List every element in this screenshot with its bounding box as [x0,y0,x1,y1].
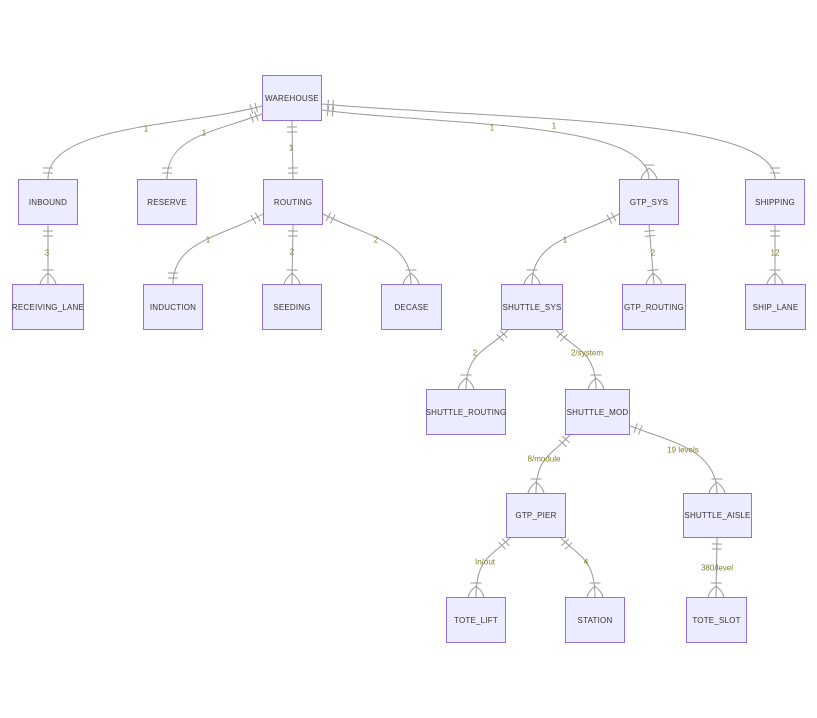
relationship-line [560,537,596,598]
relationship-label: 19 levels [667,446,699,455]
relationship-label: 1 [552,122,557,131]
relationship-label: 1 [202,129,207,138]
relationship-shuttle-sys-shuttle-mod: 2/system [555,329,605,390]
relationship-warehouse-routing: 1 [287,120,298,180]
relationship-label: 2 [651,249,656,258]
relationship-line [715,537,718,598]
relationship-line [291,224,294,285]
relationship-inbound-receiving-lane: 3 [39,225,57,285]
relationship-label: 1 [490,124,495,133]
relationship-label: 2 [473,349,478,358]
relationship-line [648,224,655,285]
relationship-gtp-pier-station: 4 [560,537,604,598]
relationship-label: 1 [144,125,149,134]
relationship-shipping-ship-lane: 12 [766,225,784,285]
relationship-label: 4 [584,558,589,567]
relationship-label: 2/system [571,349,603,358]
relationship-shuttle-mod-gtp-pier: 8/module [527,434,571,494]
relationship-shuttle-sys-shuttle-routing: 2 [457,329,509,390]
relationship-label: 2 [374,236,379,245]
relationship-routing-seeding: 2 [283,224,301,285]
relationship-shuttle-mod-shuttle-aisle: 19 levels [629,423,726,494]
relationship-line [531,213,620,285]
relationship-line [166,113,263,180]
relationship-line [629,425,718,494]
relationship-gtp-pier-tote-lift: In/out [467,537,511,598]
relationship-label: 1 [206,236,211,245]
relationship-shuttle-aisle-tote-slot: 380/level [701,537,733,598]
relationship-gtp-sys-gtp-routing: 2 [644,224,663,285]
relationship-warehouse-reserve: 1 [162,111,263,180]
relationship-line [321,103,776,180]
relationship-label: 12 [771,249,780,258]
relationship-line [321,109,650,180]
relationship-line [291,120,294,180]
relationship-label: 1 [563,236,568,245]
relationship-warehouse-shipping: 1 [321,99,780,180]
relationship-label: 380/level [701,564,733,573]
relationship-line [535,434,571,494]
relationship-line [172,213,264,285]
relationship-line [47,105,263,180]
relationship-gtp-sys-shuttle-sys: 1 [523,212,620,285]
relationship-label: 3 [45,249,50,258]
relationship-routing-induction: 1 [168,212,264,285]
relationship-label: 2 [290,248,295,257]
relationship-routing-decase: 2 [322,212,420,285]
relationship-warehouse-gtp-sys: 1 [321,105,658,180]
relationship-line [322,213,412,285]
relationship-line [475,537,511,598]
relationship-label: 8/module [528,455,561,464]
relationship-label: In/out [475,558,496,567]
relationship-label: 1 [289,144,294,153]
relationship-warehouse-inbound: 1 [43,102,263,180]
